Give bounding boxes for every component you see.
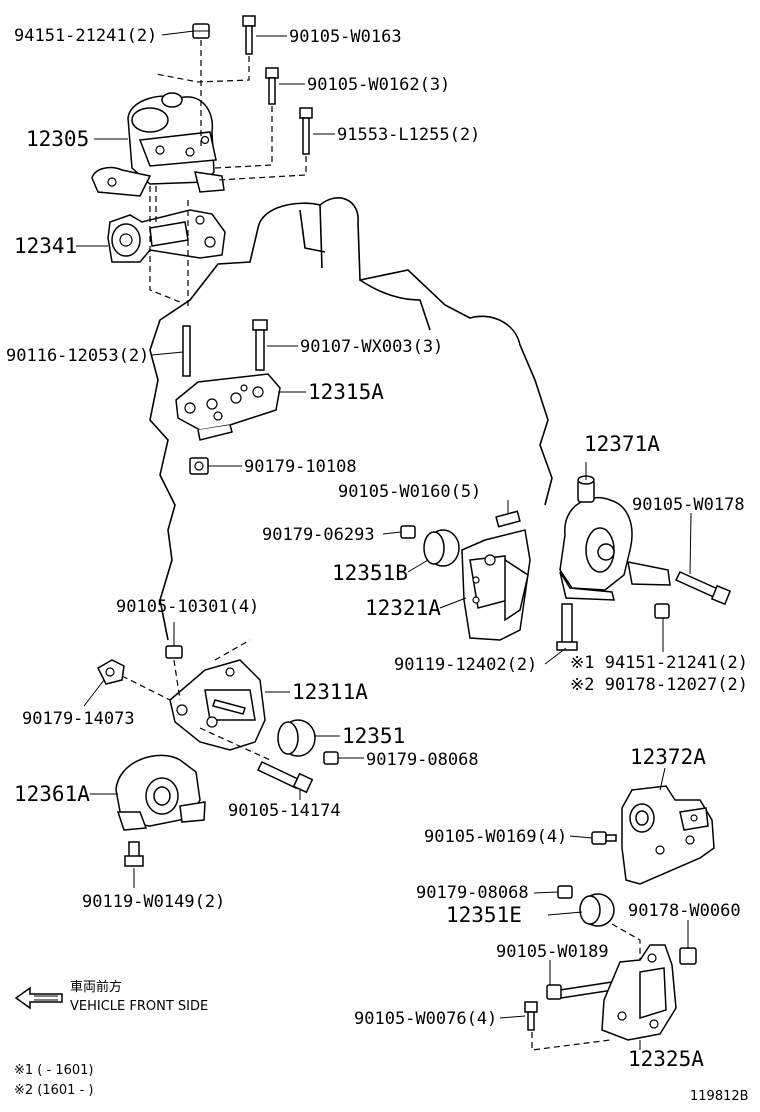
- mount-12361A: [115, 754, 206, 831]
- label-90179-08068-b: 90179-08068: [416, 883, 529, 903]
- label-90105-W0169: 90105-W0169(4): [424, 827, 567, 847]
- nut-90178-W0060: [679, 947, 697, 965]
- label-91553-L1255: 91553-L1255(2): [337, 125, 480, 145]
- assembly-lines-mid: [121, 639, 271, 761]
- label-12321A: 12321A: [365, 596, 441, 620]
- label-12325A: 12325A: [628, 1047, 704, 1071]
- bracket-12325A: [601, 944, 677, 1041]
- bushing-12351E: [579, 893, 615, 927]
- bracket-12321A: [461, 529, 531, 641]
- label-94151-21241-note: ※1 94151-21241(2): [570, 653, 748, 673]
- label-12315A: 12315A: [308, 380, 384, 404]
- label-12341: 12341: [14, 234, 77, 258]
- label-90105-W0163: 90105-W0163: [289, 27, 402, 47]
- label-12371A: 12371A: [584, 432, 660, 456]
- engine-outline: [149, 197, 553, 641]
- bracket-12372A: [621, 785, 715, 885]
- nut-94151-21241-rear: [654, 603, 670, 619]
- front-label-en: VEHICLE FRONT SIDE: [70, 999, 208, 1014]
- label-90119-12402: 90119-12402(2): [394, 655, 537, 675]
- label-90179-10108: 90179-10108: [244, 457, 357, 477]
- stud-90116-12053: [182, 325, 191, 377]
- label-90105-14174: 90105-14174: [228, 801, 341, 821]
- nut-90179-14073: [97, 659, 125, 685]
- bolt-90105-W0169: [591, 831, 617, 845]
- footnote-2: ※2 (1601 - ): [14, 1083, 93, 1098]
- bushing-12351: [277, 719, 316, 757]
- footnote-1: ※1 ( - 1601): [14, 1063, 93, 1078]
- label-90105-W0189: 90105-W0189: [496, 942, 609, 962]
- nut-90179-08068-a: [323, 751, 339, 765]
- label-94151-21241-top: 94151-21241(2): [14, 26, 157, 46]
- label-12311A: 12311A: [292, 680, 368, 704]
- assembly-lines-top: [149, 40, 307, 310]
- nut-90179-10108: [189, 457, 209, 475]
- bushing-12351B: [423, 529, 460, 567]
- label-90105-W0178: 90105-W0178: [632, 495, 745, 515]
- label-12372A: 12372A: [630, 745, 706, 769]
- nut-90179-06293: [400, 525, 416, 539]
- bolt-90105-W0178: [674, 571, 732, 606]
- figure-id: 119812B: [690, 1089, 749, 1104]
- bolt-90105-W0076: [524, 1001, 538, 1031]
- bolt-90119-W0149: [124, 841, 144, 867]
- bolt-90107-WX003: [252, 319, 268, 371]
- front-label-jp: 車両前方: [70, 979, 122, 995]
- label-90179-06293: 90179-06293: [262, 525, 375, 545]
- leader-lines: [76, 30, 692, 1050]
- footnotes: ※1 ( - 1601) ※2 (1601 - ): [14, 1063, 93, 1098]
- label-90178-12027-note: ※2 90178-12027(2): [570, 675, 748, 695]
- mount-plate-12315A: [175, 373, 281, 441]
- label-90107-WX003: 90107-WX003(3): [300, 337, 443, 357]
- nut-94151-21241-top: [192, 23, 210, 39]
- nut-90179-08068-b: [557, 885, 573, 899]
- assembly-lines-bottom: [531, 923, 641, 1051]
- bolt-90105-W0162: [265, 67, 279, 105]
- bolt-90105-W0189: [546, 981, 614, 1000]
- label-90119-W0149: 90119-W0149(2): [82, 892, 225, 912]
- label-90105-10301: 90105-10301(4): [116, 597, 259, 617]
- label-12351: 12351: [342, 724, 405, 748]
- bracket-12311A: [169, 659, 266, 751]
- bolt-90105-10301: [165, 645, 183, 659]
- label-90105-W0162: 90105-W0162(3): [307, 75, 450, 95]
- label-12351E: 12351E: [446, 903, 522, 927]
- left-arrow-icon: [14, 986, 63, 1010]
- rear-mount-12371A: [559, 475, 671, 601]
- label-90178-W0060: 90178-W0060: [628, 901, 741, 921]
- part-labels: 94151-21241(2) 90105-W0163 90105-W0162(3…: [6, 26, 748, 1071]
- engine-mount-12305: [91, 92, 225, 197]
- bolt-90119-12402: [556, 603, 578, 651]
- label-90105-W0160: 90105-W0160(5): [338, 482, 481, 502]
- label-12351B: 12351B: [332, 561, 408, 585]
- label-90105-W0076: 90105-W0076(4): [354, 1009, 497, 1029]
- label-12361A: 12361A: [14, 782, 90, 806]
- label-90116-12053: 90116-12053(2): [6, 346, 149, 366]
- bolt-90105-W0163: [242, 15, 256, 55]
- bolt-91553-L1255: [299, 107, 313, 155]
- label-12305: 12305: [26, 127, 89, 151]
- label-90179-08068-a: 90179-08068: [366, 750, 479, 770]
- vehicle-front-legend: 車両前方 VEHICLE FRONT SIDE: [14, 979, 208, 1014]
- label-90179-14073: 90179-14073: [22, 709, 135, 729]
- bolt-90105-14174: [256, 761, 314, 794]
- mount-bracket-12341: [107, 209, 226, 263]
- bolt-90105-W0160: [495, 510, 521, 528]
